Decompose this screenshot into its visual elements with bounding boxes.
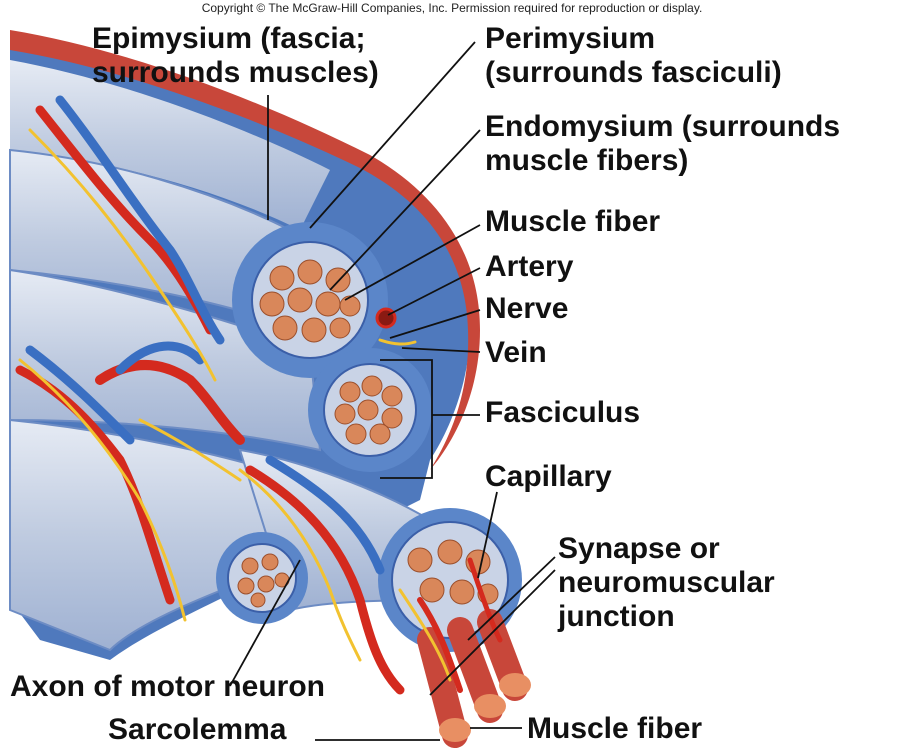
copyright-notice: Copyright © The McGraw-Hill Companies, I… bbox=[201, 1, 703, 15]
label-synapse: Synapse or neuromuscular junction bbox=[558, 532, 775, 633]
nerves bbox=[18, 128, 452, 682]
label-nerve: Nerve bbox=[485, 292, 569, 325]
label-artery: Artery bbox=[485, 250, 574, 283]
label-capillary: Capillary bbox=[485, 460, 612, 493]
label-axon: Axon of motor neuron bbox=[10, 670, 325, 703]
leader-lines bbox=[229, 41, 556, 741]
label-endomysium: Endomysium (surrounds muscle fibers) bbox=[485, 110, 841, 177]
label-epimysium: Epimysium (fascia; surrounds muscles) bbox=[92, 22, 379, 89]
label-perimysium: Perimysium (surrounds fasciculi) bbox=[485, 22, 782, 89]
label-vein: Vein bbox=[485, 336, 547, 369]
blood-vessels bbox=[15, 95, 503, 695]
fascicle-cross-section-middle bbox=[308, 348, 432, 472]
label-fasciculus: Fasciculus bbox=[485, 396, 641, 429]
fascicle-cross-section-lower bbox=[216, 532, 308, 624]
exposed-fascicle-end bbox=[378, 508, 531, 748]
fascicle-cross-section-top bbox=[232, 222, 397, 378]
label-muscle-fiber-bottom: Muscle fiber bbox=[527, 712, 703, 745]
label-sarcolemma: Sarcolemma bbox=[108, 713, 287, 746]
label-muscle-fiber-top: Muscle fiber bbox=[485, 205, 661, 238]
